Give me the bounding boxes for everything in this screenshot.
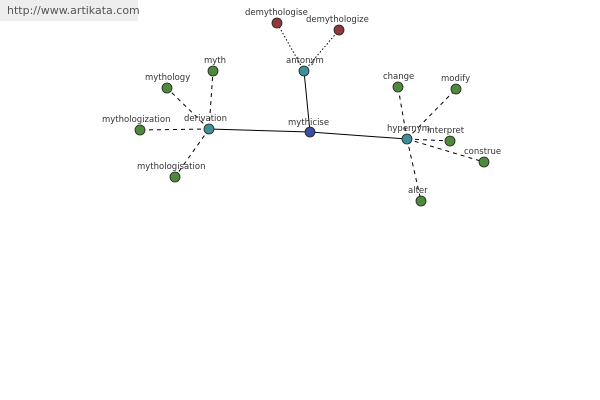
node-mythology[interactable] <box>161 82 173 94</box>
node-construe[interactable] <box>478 156 490 168</box>
label-demythologise: demythologise <box>245 8 308 18</box>
label-construe: construe <box>464 147 501 157</box>
edge-derivation-mythology <box>166 87 210 130</box>
edge-antonym-demythologise <box>276 22 305 72</box>
edge-center-antonym <box>303 70 311 133</box>
label-mythicise: mythicise <box>288 118 329 128</box>
edge-hypernym-construe <box>406 138 485 163</box>
node-myth[interactable] <box>207 65 219 77</box>
label-demythologize: demythologize <box>306 15 369 25</box>
node-demythologise[interactable] <box>271 17 283 29</box>
label-mythology: mythology <box>145 73 190 83</box>
edge-derivation-mythologisation <box>174 128 210 178</box>
label-mythologisation: mythologisation <box>137 162 205 172</box>
label-hypernym: hypernym <box>387 124 430 134</box>
label-derivation: derivation <box>184 114 227 124</box>
node-alter[interactable] <box>415 195 427 207</box>
node-change[interactable] <box>392 81 404 93</box>
node-mythicise[interactable] <box>304 126 316 138</box>
node-hypernym[interactable] <box>401 133 413 145</box>
label-myth: myth <box>204 56 226 66</box>
label-change: change <box>383 72 414 82</box>
edge-center-hypernym <box>309 131 408 140</box>
edge-derivation-myth <box>208 70 214 130</box>
node-antonym[interactable] <box>298 65 310 77</box>
label-interpret: interpret <box>427 126 465 136</box>
edge-hypernym-alter <box>406 138 422 202</box>
node-interpret[interactable] <box>444 135 456 147</box>
edge-center-derivation <box>208 128 311 133</box>
label-modify: modify <box>441 74 470 84</box>
node-mythologisation[interactable] <box>169 171 181 183</box>
node-mythologization[interactable] <box>134 124 146 136</box>
edge-hypernym-interpret <box>406 138 451 142</box>
edge-hypernym-change <box>397 86 408 140</box>
node-modify[interactable] <box>450 83 462 95</box>
node-demythologize[interactable] <box>333 24 345 36</box>
source-link[interactable]: http://www.artikata.com <box>0 0 140 21</box>
label-mythologization: mythologization <box>102 115 171 125</box>
edge-derivation-mythologization <box>139 128 210 131</box>
edge-hypernym-modify <box>406 88 457 140</box>
node-derivation[interactable] <box>203 123 215 135</box>
label-alter: alter <box>408 186 428 196</box>
label-antonym: antonym <box>286 56 324 66</box>
